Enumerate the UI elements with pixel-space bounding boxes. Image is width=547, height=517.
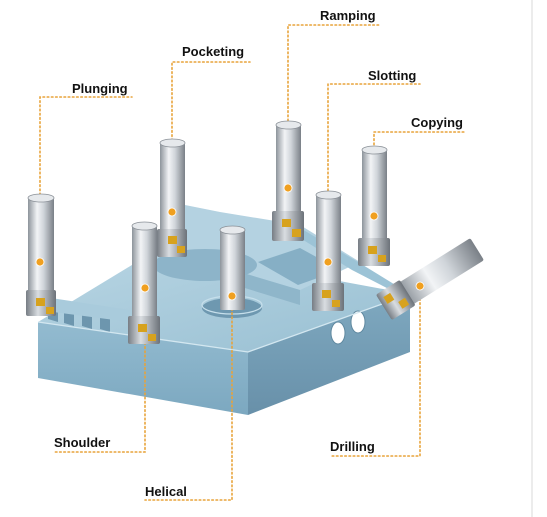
leader-copying xyxy=(373,131,467,217)
marker-plunging xyxy=(35,257,45,267)
tool-drilling xyxy=(376,238,484,320)
marker-copying xyxy=(369,211,379,221)
leader-helical xyxy=(144,295,233,501)
marker-drilling xyxy=(415,281,425,291)
tool-plunging xyxy=(26,193,56,316)
block-front-face xyxy=(38,322,248,415)
label-copying: Copying xyxy=(411,115,463,130)
label-ramping: Ramping xyxy=(320,8,376,23)
tool-copying xyxy=(358,145,390,266)
label-shoulder: Shoulder xyxy=(54,435,110,450)
marker-ramping xyxy=(283,183,293,193)
front-ledge xyxy=(38,296,130,322)
block-right-face xyxy=(248,294,410,415)
marker-helical xyxy=(227,291,237,301)
marker-pocketing xyxy=(167,207,177,217)
tool-pocketing xyxy=(157,138,187,257)
label-slotting: Slotting xyxy=(368,68,416,83)
marker-shoulder xyxy=(140,283,150,293)
tool-shoulder xyxy=(128,221,160,344)
label-pocketing: Pocketing xyxy=(182,44,244,59)
label-plunging: Plunging xyxy=(72,81,128,96)
tool-helical xyxy=(219,225,246,310)
marker-slotting xyxy=(323,257,333,267)
label-helical: Helical xyxy=(145,484,187,499)
block-edge-highlight xyxy=(37,293,411,353)
tool-slotting xyxy=(312,190,344,311)
operation-labels: Ramping Pocketing Slotting Plunging Copy… xyxy=(54,8,463,499)
leader-drilling xyxy=(329,285,421,457)
tool-ramping xyxy=(272,120,304,241)
drill-hole-2 xyxy=(350,310,366,334)
label-drilling: Drilling xyxy=(330,439,375,454)
drill-hole-1 xyxy=(330,321,346,345)
